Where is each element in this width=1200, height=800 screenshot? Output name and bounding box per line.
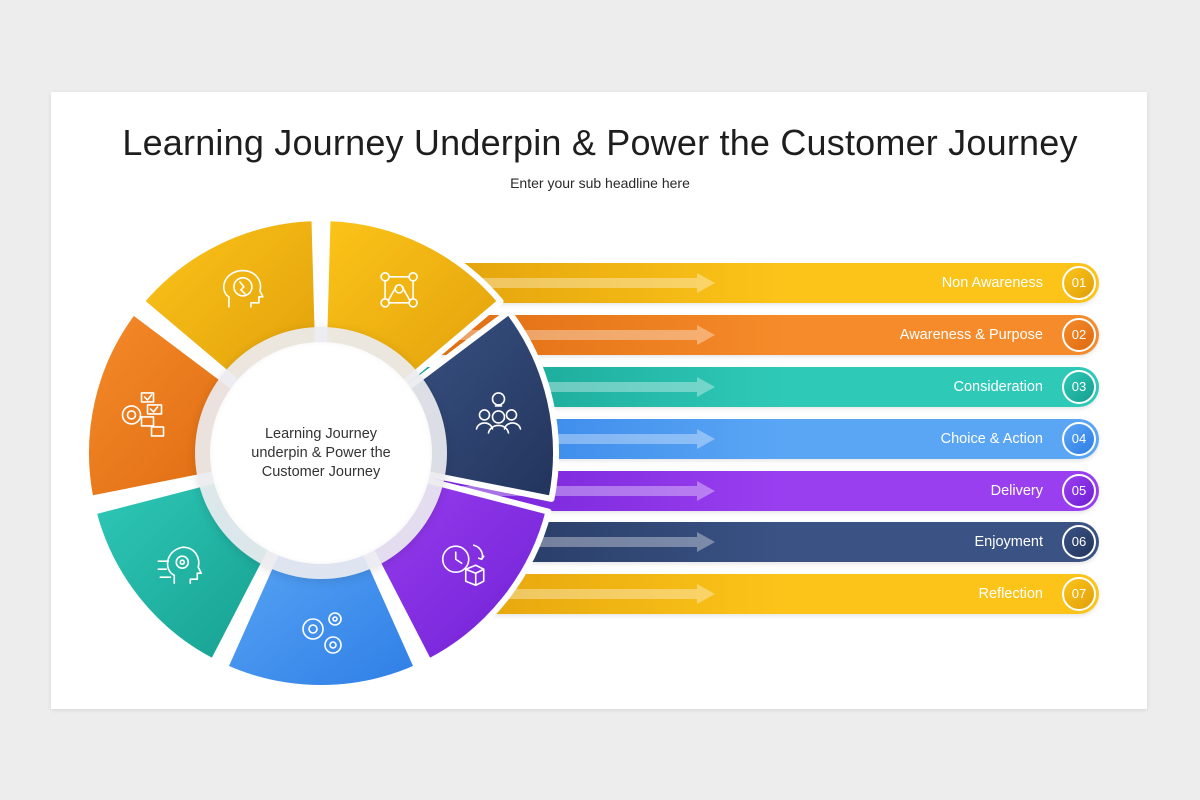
arrow-icon [435,273,715,293]
stage-bar-01: Non Awareness 01 [395,263,1099,303]
stage-label: Enjoyment [974,534,1043,550]
head-brain-icon [223,269,264,308]
stage-number-badge: 07 [1062,577,1096,611]
center-circle: Learning Journey underpin & Power the Cu… [210,342,432,564]
center-text: Learning Journey underpin & Power the Cu… [251,425,391,480]
checklist-target-icon [121,392,165,437]
page-subtitle: Enter your sub headline here [510,175,690,191]
stage-number-badge: 06 [1062,525,1096,559]
stage-number-badge: 05 [1062,474,1096,508]
network-people-icon [380,272,418,308]
head-gear-circuit-icon [157,546,203,585]
stage-label: Awareness & Purpose [899,327,1043,343]
gears-icon [302,612,342,654]
stage-number-badge: 02 [1062,318,1096,352]
stage-label: Reflection [978,586,1043,602]
stage-number-badge: 01 [1062,266,1096,300]
stage-number-badge: 04 [1062,422,1096,456]
page-title: Learning Journey Underpin & Power the Cu… [122,122,1078,163]
stage-label: Consideration [953,379,1043,395]
stage-number-badge: 03 [1062,370,1096,404]
stage-label: Choice & Action [940,431,1043,447]
stage-label: Delivery [990,483,1043,499]
team-idea-icon [475,392,522,434]
stage-label: Non Awareness [941,275,1043,291]
clock-box-icon [441,544,485,587]
